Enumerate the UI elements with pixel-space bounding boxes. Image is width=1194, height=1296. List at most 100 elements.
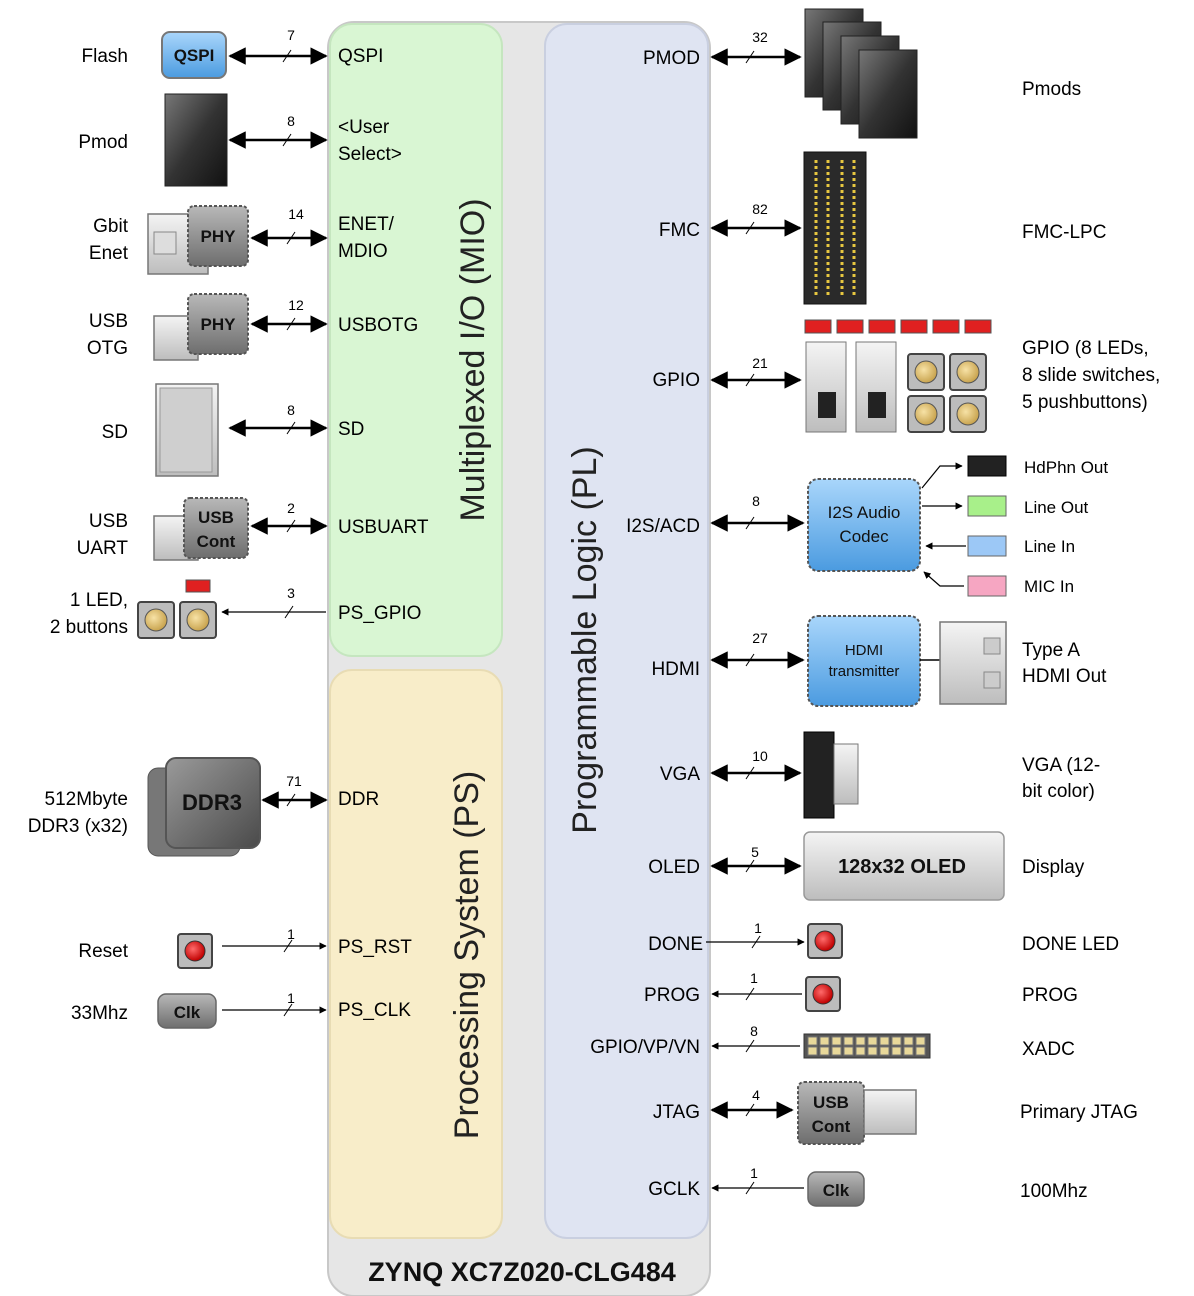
lineout-label: Line Out <box>1024 498 1089 517</box>
usbuart-chip-line2: Cont <box>197 532 236 551</box>
reset-label: Reset <box>78 941 128 962</box>
flash-label: Flash <box>82 46 128 67</box>
jtag-count: 4 <box>752 1087 760 1103</box>
reset-block: Reset 1 PS_RST <box>78 926 412 969</box>
prog-block: PROG 1 PROG <box>644 970 1078 1012</box>
hdmi-pin: HDMI <box>651 659 700 680</box>
qspi-chip-label: QSPI <box>174 46 215 65</box>
gclk-block: GCLK 1 Clk 100Mhz <box>648 1165 1088 1207</box>
enet-block: Gbit Enet PHY 14 ENET/ MDIO <box>89 205 395 275</box>
hdmi-connector <box>939 621 1007 705</box>
vga-label-2: bit color) <box>1022 781 1095 802</box>
ddr-chip-label: DDR3 <box>182 790 242 815</box>
mic-jack <box>967 575 1007 597</box>
reset-pin: PS_RST <box>338 937 412 958</box>
clk33-chip-label: Clk <box>174 1003 201 1022</box>
done-block: DONE 1 DONE LED <box>648 920 1119 959</box>
gpio-leds <box>804 319 992 334</box>
hdphn-label: HdPhn Out <box>1024 458 1108 477</box>
pmod-block: Pmod 8 <User Select> <box>78 93 402 187</box>
usbuart-controller <box>183 497 249 559</box>
ddr-count: 71 <box>286 773 302 789</box>
prog-label: PROG <box>1022 985 1078 1006</box>
pmod-label: Pmod <box>78 132 128 153</box>
sd-pin: SD <box>338 419 364 440</box>
clk33-oscillator <box>157 993 217 1029</box>
oled-count: 5 <box>751 844 759 860</box>
linein-jack <box>967 535 1007 557</box>
vga-pin: VGA <box>660 764 700 785</box>
flash-block: Flash QSPI 7 QSPI <box>82 27 383 79</box>
jtag-controller <box>797 1081 865 1145</box>
psgpio-pin: PS_GPIO <box>338 603 421 624</box>
gclk-pin: GCLK <box>648 1179 700 1200</box>
hdmi-count: 27 <box>752 630 768 646</box>
qspi-chip <box>161 31 227 79</box>
pmod-board <box>164 93 228 187</box>
audio-codec-line2: Codec <box>839 527 889 546</box>
fmc-pin: FMC <box>659 220 700 241</box>
usbuart-label-1: USB <box>89 511 128 532</box>
gclk-count: 1 <box>750 1165 758 1181</box>
oled-chip-label: 128x32 OLED <box>838 856 966 878</box>
ddr-label-2: DDR3 (x32) <box>28 816 128 837</box>
qspi-count: 7 <box>287 27 295 43</box>
pmod-pin-line2: Select> <box>338 144 402 165</box>
usbotg-phy-label: PHY <box>201 315 237 334</box>
hdmi-chip-line2: transmitter <box>829 663 900 680</box>
xadc-label: XADC <box>1022 1039 1075 1060</box>
i2s-pin: I2S/ACD <box>626 516 700 537</box>
enet-label-1: Gbit <box>93 216 129 237</box>
psgpio-label-1: 1 LED, <box>70 590 128 611</box>
oled-display <box>803 831 1005 901</box>
vga-count: 10 <box>752 748 768 764</box>
jtag-usb-connector <box>863 1089 917 1135</box>
jtag-label: Primary JTAG <box>1020 1102 1138 1123</box>
done-count: 1 <box>754 920 762 936</box>
psgpio-block: 1 LED, 2 buttons 3 PS_GPIO <box>50 579 421 639</box>
jtag-chip-line1: USB <box>813 1093 849 1112</box>
usbotg-phy <box>187 293 249 355</box>
lineout-jack <box>967 495 1007 517</box>
pmod-connectors <box>858 49 918 139</box>
psgpio-count: 3 <box>287 585 295 601</box>
enet-label-2: Enet <box>89 243 129 264</box>
hdmi-label-1: Type A <box>1022 640 1080 661</box>
pmods-label: Pmods <box>1022 79 1081 100</box>
oled-label: Display <box>1022 857 1085 878</box>
gpio-pushbuttons <box>907 353 987 433</box>
pmods-pin: PMOD <box>643 48 700 69</box>
linein-label: Line In <box>1024 537 1075 556</box>
hdmi-chip-line1: HDMI <box>845 642 883 659</box>
gpio-label-1: GPIO (8 LEDs, <box>1022 338 1149 359</box>
usbuart-pin: USBUART <box>338 517 429 538</box>
gclk-oscillator <box>807 1171 865 1207</box>
enet-phy-label: PHY <box>201 227 237 246</box>
slide-switch-2 <box>855 341 897 433</box>
usbuart-block: USB UART USB Cont 2 USBUART <box>77 497 429 561</box>
done-label: DONE LED <box>1022 934 1119 955</box>
ddr-pin: DDR <box>338 789 379 810</box>
hdmi-label-2: HDMI Out <box>1022 666 1107 687</box>
vga-label-1: VGA (12- <box>1022 755 1100 776</box>
pmods-block: PMOD 32 Pmods <box>643 8 1081 139</box>
ps-title: Processing System (PS) <box>448 771 486 1139</box>
xadc-pin: GPIO/VP/VN <box>590 1037 700 1058</box>
ps-region <box>329 669 503 1239</box>
ddr-block: 512Mbyte DDR3 (x32) DDR3 71 DDR <box>28 757 379 857</box>
oled-pin: OLED <box>648 857 700 878</box>
oled-block: OLED 5 128x32 OLED Display <box>648 831 1085 901</box>
pmod-count: 8 <box>287 113 295 129</box>
prog-count: 1 <box>750 970 758 986</box>
vga-block: VGA 10 VGA (12- bit color) <box>660 731 1100 819</box>
clk33-block: 33Mhz Clk 1 PS_CLK <box>71 990 411 1029</box>
done-pin: DONE <box>648 934 703 955</box>
gpio-block: GPIO 21 GPIO (8 LEDs, 8 slide switches, <box>652 319 1160 433</box>
usbotg-label-1: USB <box>89 311 128 332</box>
audio-codec <box>807 478 921 572</box>
sd-block: SD 8 SD <box>102 383 364 477</box>
usbuart-label-2: UART <box>77 538 129 559</box>
usbotg-count: 12 <box>288 297 304 313</box>
i2s-count: 8 <box>752 493 760 509</box>
